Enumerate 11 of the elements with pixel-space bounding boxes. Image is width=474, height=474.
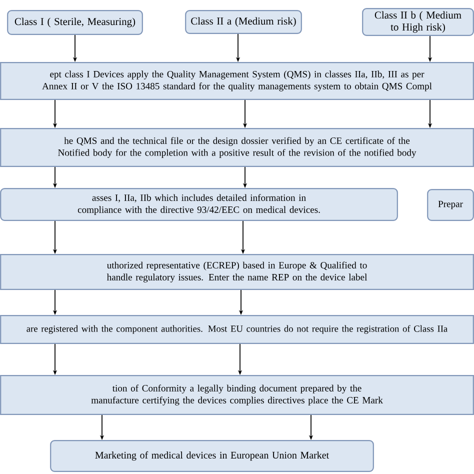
process-band: he QMS and the technical file or the design dossier verified by an CE certificate of the Notified body for the completion with a positive result of the revision of the notified body — [0, 128, 474, 167]
class-box: Class II b ( Medium to High risk) — [362, 8, 474, 36]
process-band: uthorized representative (ECREP) based in Europe & Qualified to handle regulatory issues. Enter the name REP on the device label — [0, 254, 474, 290]
process-band: are registered with the component authorities. Most EU countries do not require the registration of Class IIa — [0, 315, 474, 344]
process-band: tion of Conformity a legally binding document prepared by the manufacture certifying the devices complies directives place the CE Mark — [0, 375, 474, 415]
process-box: Prepar — [427, 189, 474, 221]
process-box: asses I, IIa, IIb which includes detailed information in compliance with the directive 93/42/EEC on medical devices. — [0, 188, 398, 221]
class-box: Class II a (Medium risk) — [185, 10, 302, 34]
process-box: Marketing of medical devices in European Union Market — [50, 440, 374, 472]
class-box: Class I ( Sterile, Measuring) — [7, 10, 143, 35]
process-band: ept class I Devices apply the Quality Management System (QMS) in classes IIa, IIb, III as per Annex II or V the ISO 13485 standard for the quality managements system to obtain QMS Compl — [0, 62, 474, 100]
